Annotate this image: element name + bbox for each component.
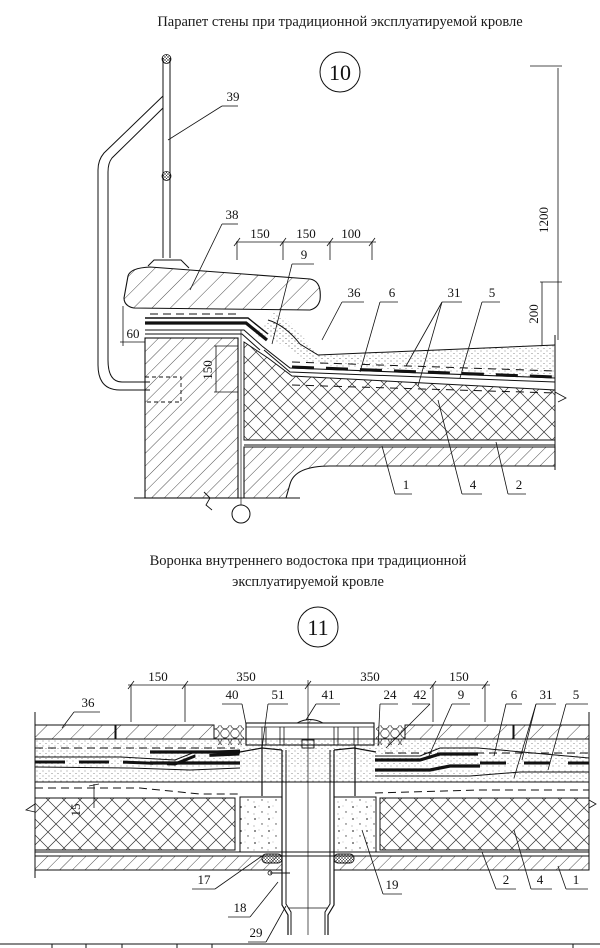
anchor-embed [144,376,182,403]
callout-5: 5 [489,285,496,300]
dim-100: 100 [341,226,361,241]
callout-29: 29 [250,925,263,940]
dim-200: 200 [526,304,541,324]
dim-60: 60 [127,326,140,341]
floor-slab-11-right [333,855,590,871]
callout-38: 38 [226,207,239,222]
callout-4: 4 [537,872,544,887]
detail-11-number: 11 [307,615,328,640]
dim-150-left: 150 [148,669,168,684]
concrete-fill-right [333,796,377,853]
dim-150-vert: 150 [200,360,215,380]
dim-350-left: 350 [236,669,256,684]
paving-tile [404,724,514,740]
callout-5: 5 [573,687,580,702]
callout-9: 9 [301,247,308,262]
callout-42: 42 [414,687,427,702]
rail-mid-icon [161,171,172,181]
callouts-11: 36 40 51 41 24 42 9 6 31 [61,687,588,943]
callout-18: 18 [234,900,247,915]
callout-41: 41 [322,687,335,702]
detail-10-number: 10 [329,60,351,85]
callout-1: 1 [573,872,580,887]
drain-body [239,745,377,935]
callout-2: 2 [516,477,523,492]
membrane-layers-11 [34,747,590,795]
detail-11-title-line2: эксплуатируемой кровле [232,574,384,590]
floor-slab-10 [243,446,556,499]
insulation-11-right [379,797,590,851]
callout-17: 17 [198,872,212,887]
callouts-10: 39 38 9 36 6 31 5 1 4 [167,89,526,495]
callout-36: 36 [348,285,362,300]
dim-350-right: 350 [360,669,380,684]
dimension-right-10: 1200 200 [526,65,562,346]
insulation-11-left [34,797,236,851]
detail-10-drawing: 10 [97,51,567,524]
title-block-edge [0,943,600,948]
dimension-top-10: 150 150 100 [233,226,376,260]
dim-15: 15 [68,804,83,817]
callout-6: 6 [389,285,396,300]
callout-36: 36 [82,695,96,710]
detail-10-number-circle [319,51,361,93]
callout-2: 2 [503,872,510,887]
concrete-fill-left [239,796,283,853]
axis-bubble [231,504,251,524]
parapet-wall [144,337,239,499]
railing [97,54,190,391]
detail-10-title: Парапет стены при традиционной эксплуати… [157,14,523,30]
callout-24: 24 [384,687,398,702]
callout-9: 9 [458,687,465,702]
callout-6: 6 [511,687,518,702]
dim-150-b: 150 [296,226,316,241]
callout-19: 19 [386,877,399,892]
callout-31: 31 [448,285,461,300]
callout-39: 39 [227,89,240,104]
callout-1: 1 [403,477,410,492]
dim-150-right: 150 [449,669,469,684]
paving-tile [115,724,215,740]
seal-collar-left [261,853,283,864]
callout-51: 51 [272,687,285,702]
callout-40: 40 [226,687,239,702]
dim-1200: 1200 [536,207,551,233]
paving-tile [513,724,590,740]
callout-4: 4 [470,477,477,492]
paving-tile [34,724,116,740]
coping-stone [123,266,321,311]
detail-11-drawing: 11 150 350 350 150 [0,606,600,948]
detail-11-title-line1: Воронка внутреннего водостока при традиц… [149,553,467,569]
seal-collar-right [333,853,355,864]
rail-top-icon [161,54,172,64]
detail-11-number-circle [297,606,339,648]
dim-150-a: 150 [250,226,270,241]
callout-31: 31 [540,687,553,702]
